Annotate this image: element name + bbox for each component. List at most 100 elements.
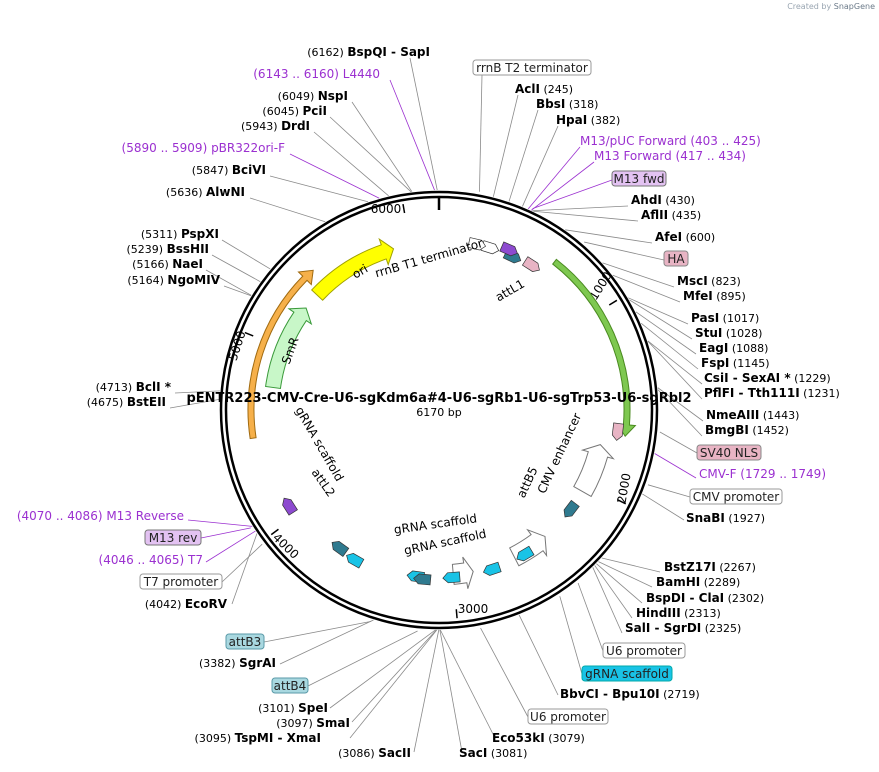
site-pspxi[interactable]: (5311) PspXI	[141, 227, 219, 241]
feature-box-t7prom[interactable]: T7 promoter	[139, 573, 223, 590]
feature-box-u6b[interactable]: U6 promoter	[527, 708, 609, 725]
site-bamhi[interactable]: BamHI (2289)	[656, 575, 740, 589]
site-bcli[interactable]: (4713) BclI *	[96, 380, 172, 394]
ori-arrow[interactable]	[310, 237, 395, 301]
site-sali[interactable]: SalI - SgrDI (2325)	[625, 621, 741, 635]
svg-text:AflII (435): AflII (435)	[641, 208, 701, 222]
grna-glyph-e[interactable]	[344, 551, 365, 569]
site-nspi[interactable]: (6049) NspI	[278, 89, 348, 103]
feature-box-attb4[interactable]: attB4	[271, 677, 309, 694]
svg-text:FspI (1145): FspI (1145)	[701, 356, 769, 370]
site-ahdi[interactable]: AhdI (430)	[631, 193, 695, 207]
site-mfei[interactable]: MfeI (895)	[683, 289, 746, 303]
ha-glyph[interactable]	[521, 256, 542, 275]
sv40-glyph[interactable]	[611, 422, 625, 441]
attl2-glyph[interactable]	[329, 538, 350, 557]
site-cmvf[interactable]: CMV-F (1729 .. 1749)	[699, 467, 826, 481]
site-eco53ki[interactable]: Eco53kI (3079)	[492, 731, 585, 745]
cmv-enh-arrow[interactable]	[573, 444, 615, 498]
site-tspmi[interactable]: (3095) TspMI - XmaI	[195, 731, 321, 745]
feature-box-ha[interactable]: HA	[663, 250, 689, 267]
feature-box-attb3[interactable]: attB3	[225, 633, 265, 650]
site-snabi[interactable]: SnaBI (1927)	[686, 511, 765, 525]
svg-text:(5166) NaeI: (5166) NaeI	[132, 257, 203, 271]
rrnb-t1-glyph-b[interactable]	[467, 237, 487, 252]
feature-box-sv40[interactable]: SV40 NLS	[696, 444, 762, 461]
site-sacii[interactable]: (3086) SacII	[338, 746, 411, 760]
site-bsteii[interactable]: (4675) BstEII	[87, 395, 166, 409]
inner-label-ori: ori	[350, 262, 371, 282]
site-name: M13 Reverse	[106, 509, 184, 523]
svg-text:HpaI (382): HpaI (382)	[556, 113, 620, 127]
site-l4440[interactable]: (6143 .. 6160) L4440	[253, 67, 380, 81]
feature-box-rrnbt2[interactable]: rrnB T2 terminator	[472, 59, 592, 76]
site-spei[interactable]: (3101) SpeI	[258, 701, 328, 715]
svg-text:BamHI (2289): BamHI (2289)	[656, 575, 740, 589]
svg-text:MfeI (895): MfeI (895)	[683, 289, 746, 303]
feature-arrows	[247, 237, 637, 589]
site-aflii[interactable]: AflII (435)	[641, 208, 701, 222]
m13rev-glyph[interactable]	[280, 495, 298, 516]
site-m13puc[interactable]: M13/pUC Forward (403 .. 425)	[580, 134, 761, 148]
site-drdi[interactable]: (5943) DrdI	[241, 119, 310, 133]
site-eagi[interactable]: EagI (1088)	[699, 341, 768, 355]
attb-glyph[interactable]	[413, 573, 432, 586]
site-alwni[interactable]: (5636) AlwNI	[166, 185, 245, 199]
site-smai[interactable]: (3097) SmaI	[276, 716, 350, 730]
svg-text:HindIII (2313): HindIII (2313)	[636, 606, 721, 620]
site-bbvci[interactable]: BbvCI - Bpu10I (2719)	[560, 687, 700, 701]
m13-glyph[interactable]	[499, 241, 520, 258]
site-naei[interactable]: (5166) NaeI	[132, 257, 203, 271]
site-ngomiv[interactable]: (5164) NgoMIV	[127, 273, 220, 287]
feature-box-grnabox[interactable]: gRNA scaffold	[581, 665, 673, 682]
site-range: (5890 .. 5909)	[122, 141, 212, 155]
svg-text:NmeAIII (1443): NmeAIII (1443)	[706, 408, 799, 422]
site-stui[interactable]: StuI (1028)	[695, 326, 762, 340]
site-pasi[interactable]: PasI (1017)	[691, 311, 759, 325]
svg-text:(4070 .. 4086) M13 Reverse: (4070 .. 4086) M13 Reverse	[17, 509, 184, 523]
site-msci[interactable]: MscI (823)	[677, 274, 741, 288]
svg-text:M13 Forward (417 .. 434): M13 Forward (417 .. 434)	[594, 149, 746, 163]
site-bsshii[interactable]: (5239) BssHII	[127, 242, 209, 256]
site-bcivi[interactable]: (5847) BciVI	[192, 163, 266, 177]
ruler-label: 6000	[371, 202, 402, 216]
feature-box-u6a[interactable]: U6 promoter	[602, 642, 686, 659]
svg-text:(5239) BssHII: (5239) BssHII	[127, 242, 209, 256]
feature-box-m13revbox[interactable]: M13 rev	[144, 529, 202, 546]
site-bspqi[interactable]: (6162) BspQI - SapI	[307, 45, 430, 59]
site-sgrai[interactable]: (3382) SgrAI	[199, 656, 276, 670]
site-afei[interactable]: AfeI (600)	[655, 230, 715, 244]
site-bbsi[interactable]: BbsI (318)	[536, 97, 598, 111]
attb5-glyph[interactable]	[561, 499, 580, 520]
site-fspi[interactable]: FspI (1145)	[701, 356, 769, 370]
site-pcii[interactable]: (6045) PciI	[262, 104, 327, 118]
site-hindiii[interactable]: HindIII (2313)	[636, 606, 721, 620]
grna-glyph-a[interactable]	[514, 545, 535, 563]
site-csii[interactable]: CsiI - SexAI * (1229)	[704, 371, 831, 385]
site-saci[interactable]: SacI (3081)	[459, 746, 527, 760]
smr-arrow[interactable]	[265, 307, 313, 390]
site-bspdi[interactable]: BspDI - ClaI (2302)	[646, 591, 764, 605]
site-pflfi[interactable]: PflFI - Tth111I (1231)	[704, 386, 840, 400]
site-bmgbi[interactable]: BmgBI (1452)	[705, 423, 789, 437]
grna-glyph-c[interactable]	[442, 571, 461, 584]
svg-text:(5847) BciVI: (5847) BciVI	[192, 163, 266, 177]
site-t7[interactable]: (4046 .. 4065) T7	[99, 553, 203, 567]
svg-text:rrnB T2 terminator: rrnB T2 terminator	[476, 61, 588, 75]
feature-box-cmvprom[interactable]: CMV promoter	[689, 488, 783, 505]
svg-text:AfeI (600): AfeI (600)	[655, 230, 715, 244]
site-pbr322[interactable]: (5890 .. 5909) pBR322ori-F	[122, 141, 286, 155]
orange-arc[interactable]	[247, 269, 314, 440]
site-acli[interactable]: AclI (245)	[515, 82, 573, 96]
site-bstz17i[interactable]: BstZ17I (2267)	[664, 560, 756, 574]
site-nmeaiii[interactable]: NmeAIII (1443)	[706, 408, 799, 422]
site-range: (4070 .. 4086)	[17, 509, 107, 523]
site-hpai[interactable]: HpaI (382)	[556, 113, 620, 127]
svg-text:M13 fwd: M13 fwd	[614, 172, 665, 186]
site-m13rev[interactable]: (4070 .. 4086) M13 Reverse	[17, 509, 184, 523]
feature-box-m13fwdbox[interactable]: M13 fwd	[611, 170, 667, 187]
grna-glyph-b[interactable]	[482, 561, 502, 577]
site-ecorv[interactable]: (4042) EcoRV	[145, 597, 228, 611]
site-m13fwd[interactable]: M13 Forward (417 .. 434)	[594, 149, 746, 163]
svg-text:(5890 .. 5909) pBR322ori-F: (5890 .. 5909) pBR322ori-F	[122, 141, 286, 155]
